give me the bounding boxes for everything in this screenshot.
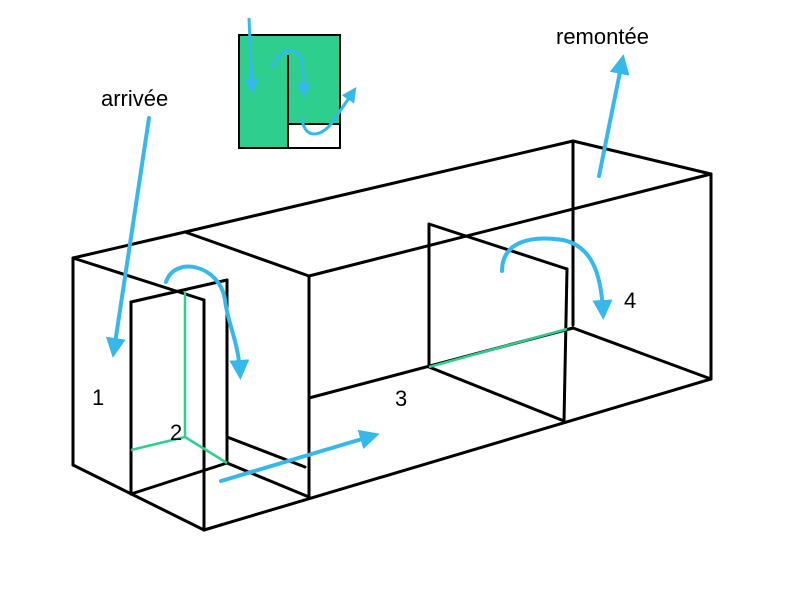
- label-remontee: remontée: [556, 24, 649, 49]
- baffle-bases: [130, 291, 568, 465]
- label-arrivee: arrivée: [101, 86, 168, 111]
- inset-out-arrow: [300, 87, 357, 136]
- inset-over-arrow: [271, 49, 311, 98]
- overflow-arrow-1: [164, 264, 250, 380]
- inset-inflow-arrow: [244, 17, 260, 94]
- underflow-arrow: [219, 429, 380, 483]
- label-zone-3: 3: [395, 386, 407, 411]
- flow-arrows: [105, 54, 630, 483]
- inset-schematic: [238, 17, 357, 149]
- arrivee-arrow: [105, 116, 151, 358]
- tank-outline: [71, 139, 713, 532]
- inset-white-slot: [287, 123, 341, 149]
- label-zone-2: 2: [170, 420, 182, 445]
- label-zone-1: 1: [92, 385, 104, 410]
- label-zone-4: 4: [624, 288, 636, 313]
- remontee-arrow: [597, 54, 630, 178]
- overflow-arrow-4: [500, 236, 613, 320]
